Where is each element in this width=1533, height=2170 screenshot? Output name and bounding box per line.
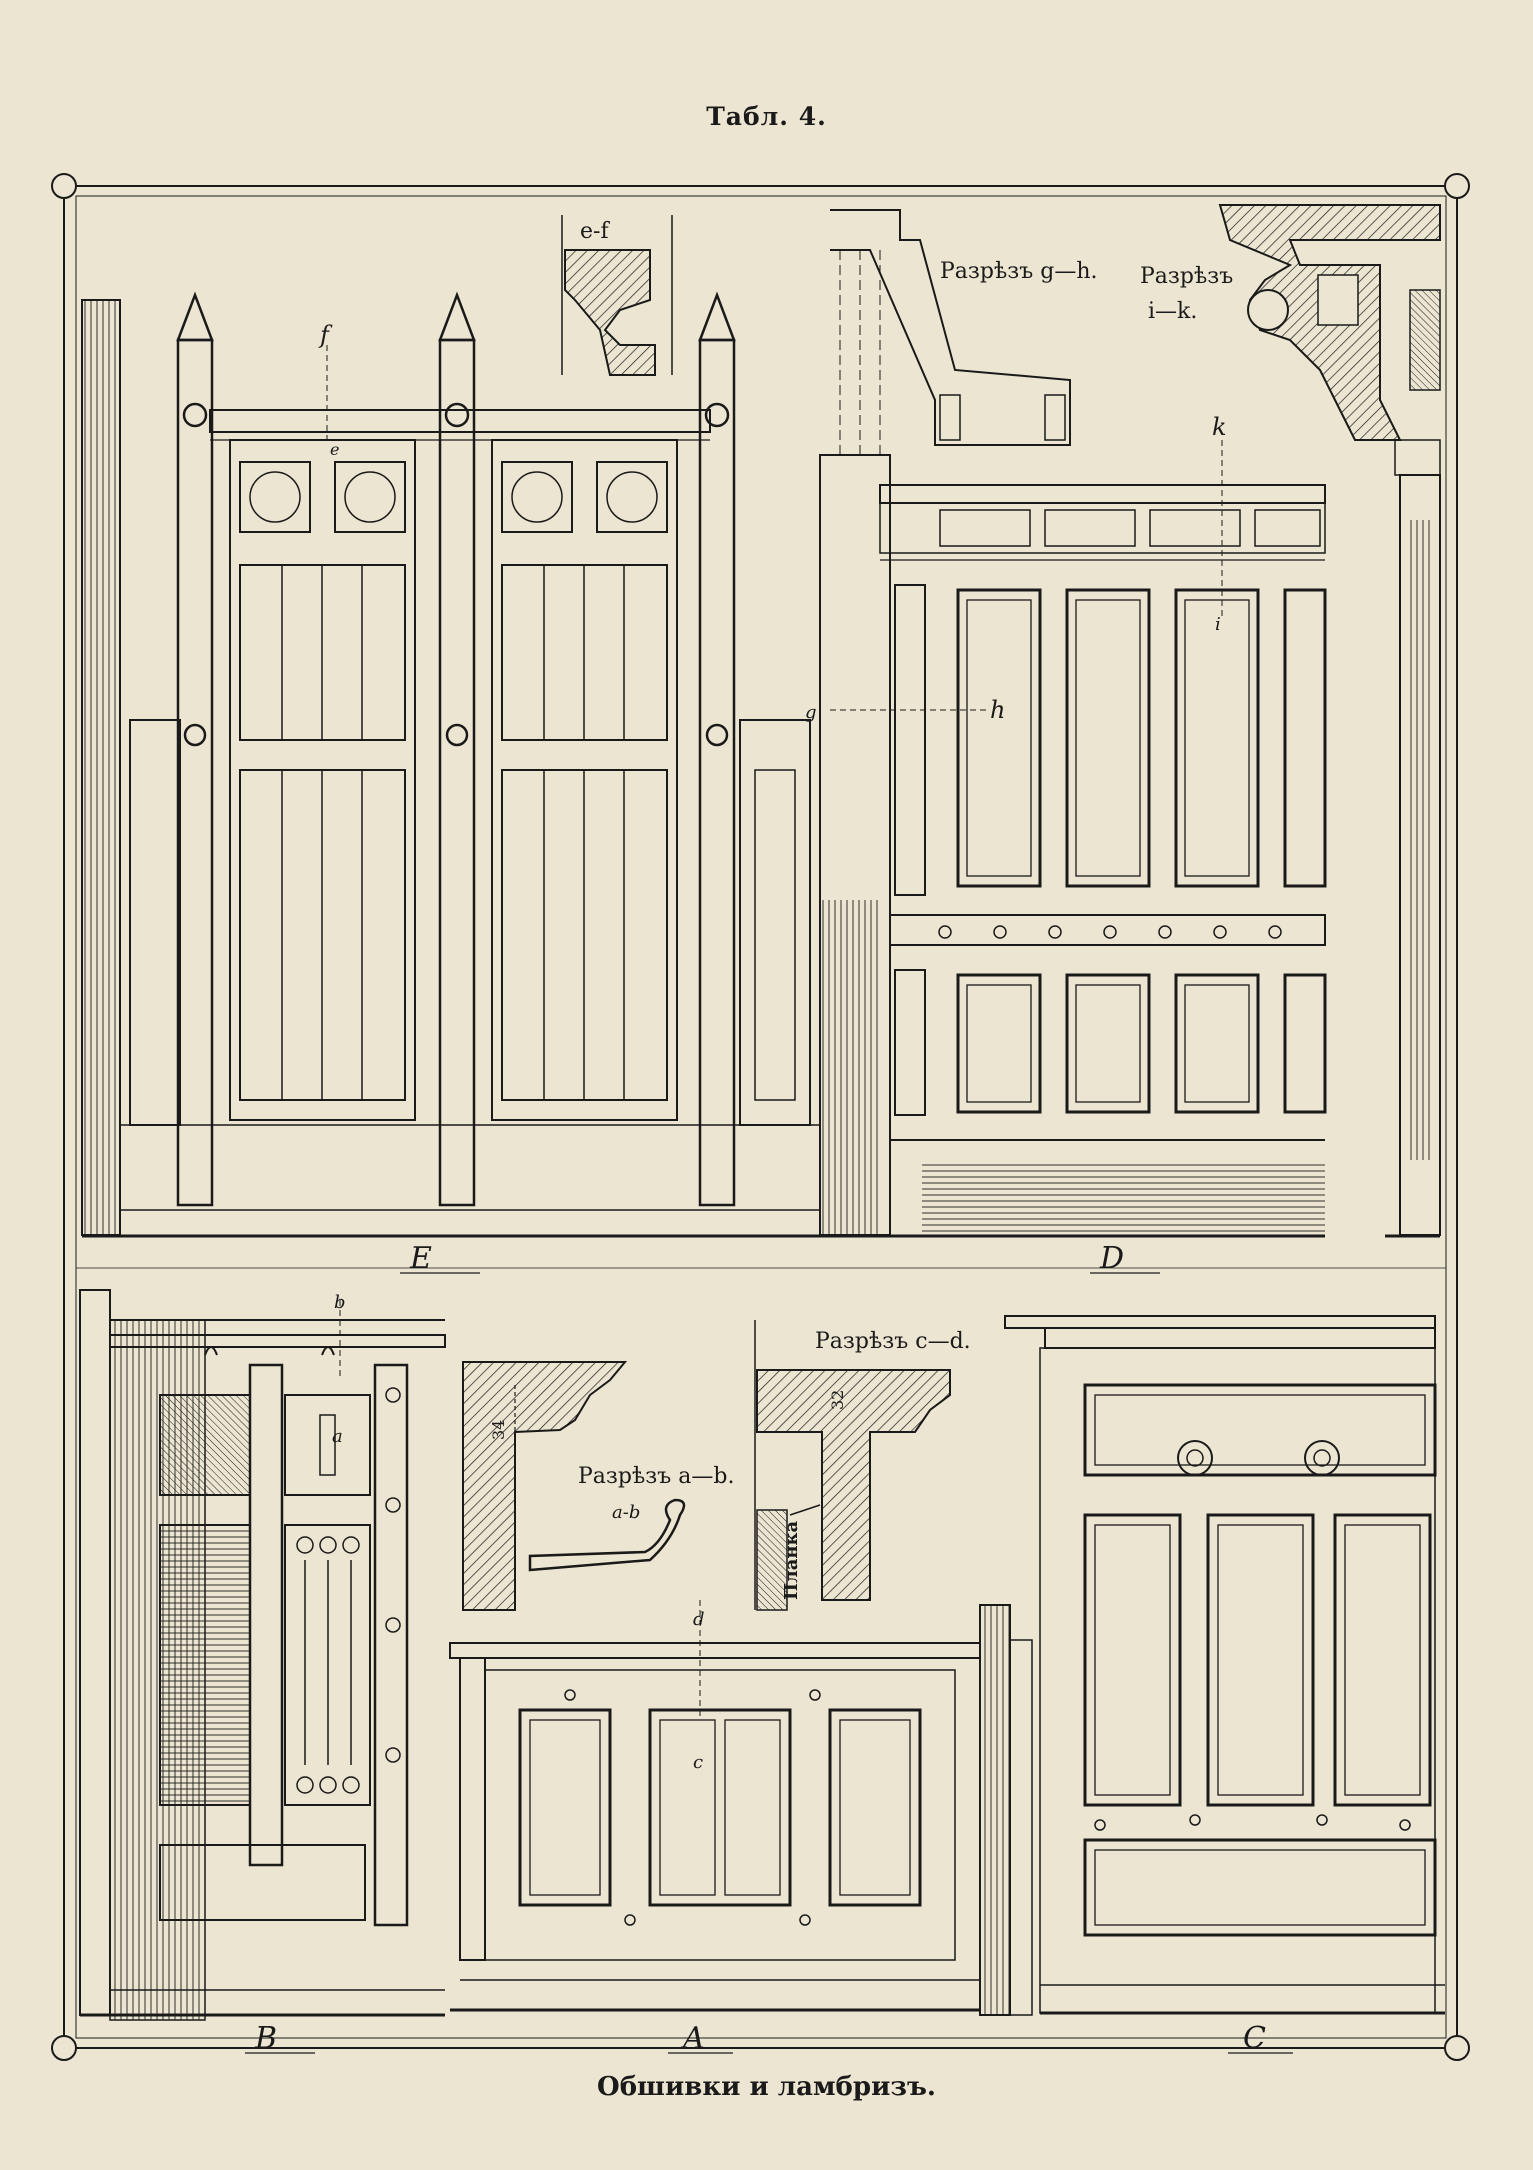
section-g-h-label: Разрѣзъ g—h. (940, 259, 1098, 284)
figure-d-label: D (1099, 1241, 1124, 1276)
dim-34: 34 (489, 1420, 508, 1440)
plate-title: Табл. 4. (706, 102, 827, 131)
mark-g: g (805, 702, 817, 723)
section-i-k-label-1: Разрѣзъ (1140, 264, 1233, 289)
plate-caption: Обшивки и ламбризъ. (597, 2072, 936, 2102)
figure-e-label: E (409, 1241, 432, 1276)
dim-32: 32 (828, 1390, 847, 1410)
planka-label: Планка (781, 1520, 802, 1600)
figure-c-label: C (1243, 2021, 1266, 2056)
section-a-b-label: Разрѣзъ a—b. (578, 1464, 734, 1489)
figure-a-label: A (680, 2021, 705, 2056)
section-i-k (1218, 204, 1441, 1238)
figure-b-label: B (254, 2021, 277, 2056)
section-g-h (830, 209, 1071, 455)
mark-k: k (1212, 413, 1227, 441)
mark-f: f (318, 321, 333, 349)
section-i-k-label-2: i—k. (1148, 299, 1197, 324)
section-c-d-label: Разрѣзъ c—d. (815, 1329, 971, 1354)
section-e-f-label: e-f (580, 219, 610, 244)
figure-d-elevation (819, 440, 1327, 1238)
mark-i: i (1215, 614, 1221, 635)
section-a-b (462, 1361, 686, 1611)
mark-c: c (693, 1752, 703, 1773)
section-e-f (561, 215, 673, 376)
figure-b-elevation (79, 1289, 446, 2021)
plate-frame (51, 173, 1470, 2061)
section-a-b-small: a-b (612, 1502, 640, 1523)
section-c-d (754, 1320, 951, 1611)
mark-d: d (693, 1609, 705, 1630)
mark-e: e (330, 440, 339, 459)
mark-a: a (332, 1426, 343, 1447)
mark-h: h (990, 696, 1005, 724)
figure-e-elevation (81, 291, 820, 1238)
figure-a-elevation (449, 1600, 1033, 2016)
mark-b: b (334, 1292, 346, 1313)
figure-c-elevation (1004, 1315, 1445, 2015)
